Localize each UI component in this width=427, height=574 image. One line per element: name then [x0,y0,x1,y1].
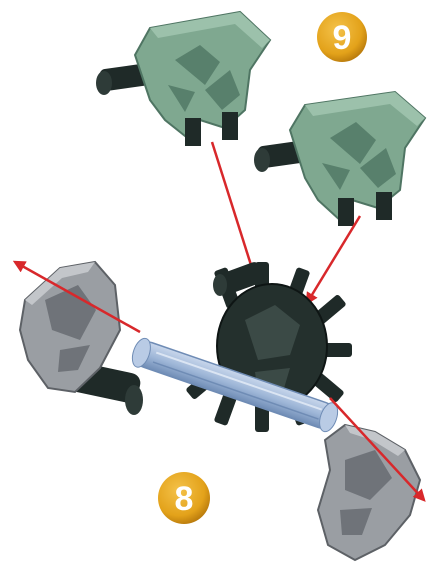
step-number-bottom: 8 [175,480,194,518]
step-number-badge: 8 [158,472,210,524]
green-bracket-connector-icon [254,92,425,226]
step-number-badge: 9 [317,12,367,62]
gray-half-wheel-icon [318,425,420,560]
insertion-arrow [307,216,360,303]
green-bracket-connector-icon [96,12,270,146]
gray-half-wheel-icon [20,262,143,415]
step-number-top: 9 [333,19,352,57]
insertion-arrow [212,142,257,284]
